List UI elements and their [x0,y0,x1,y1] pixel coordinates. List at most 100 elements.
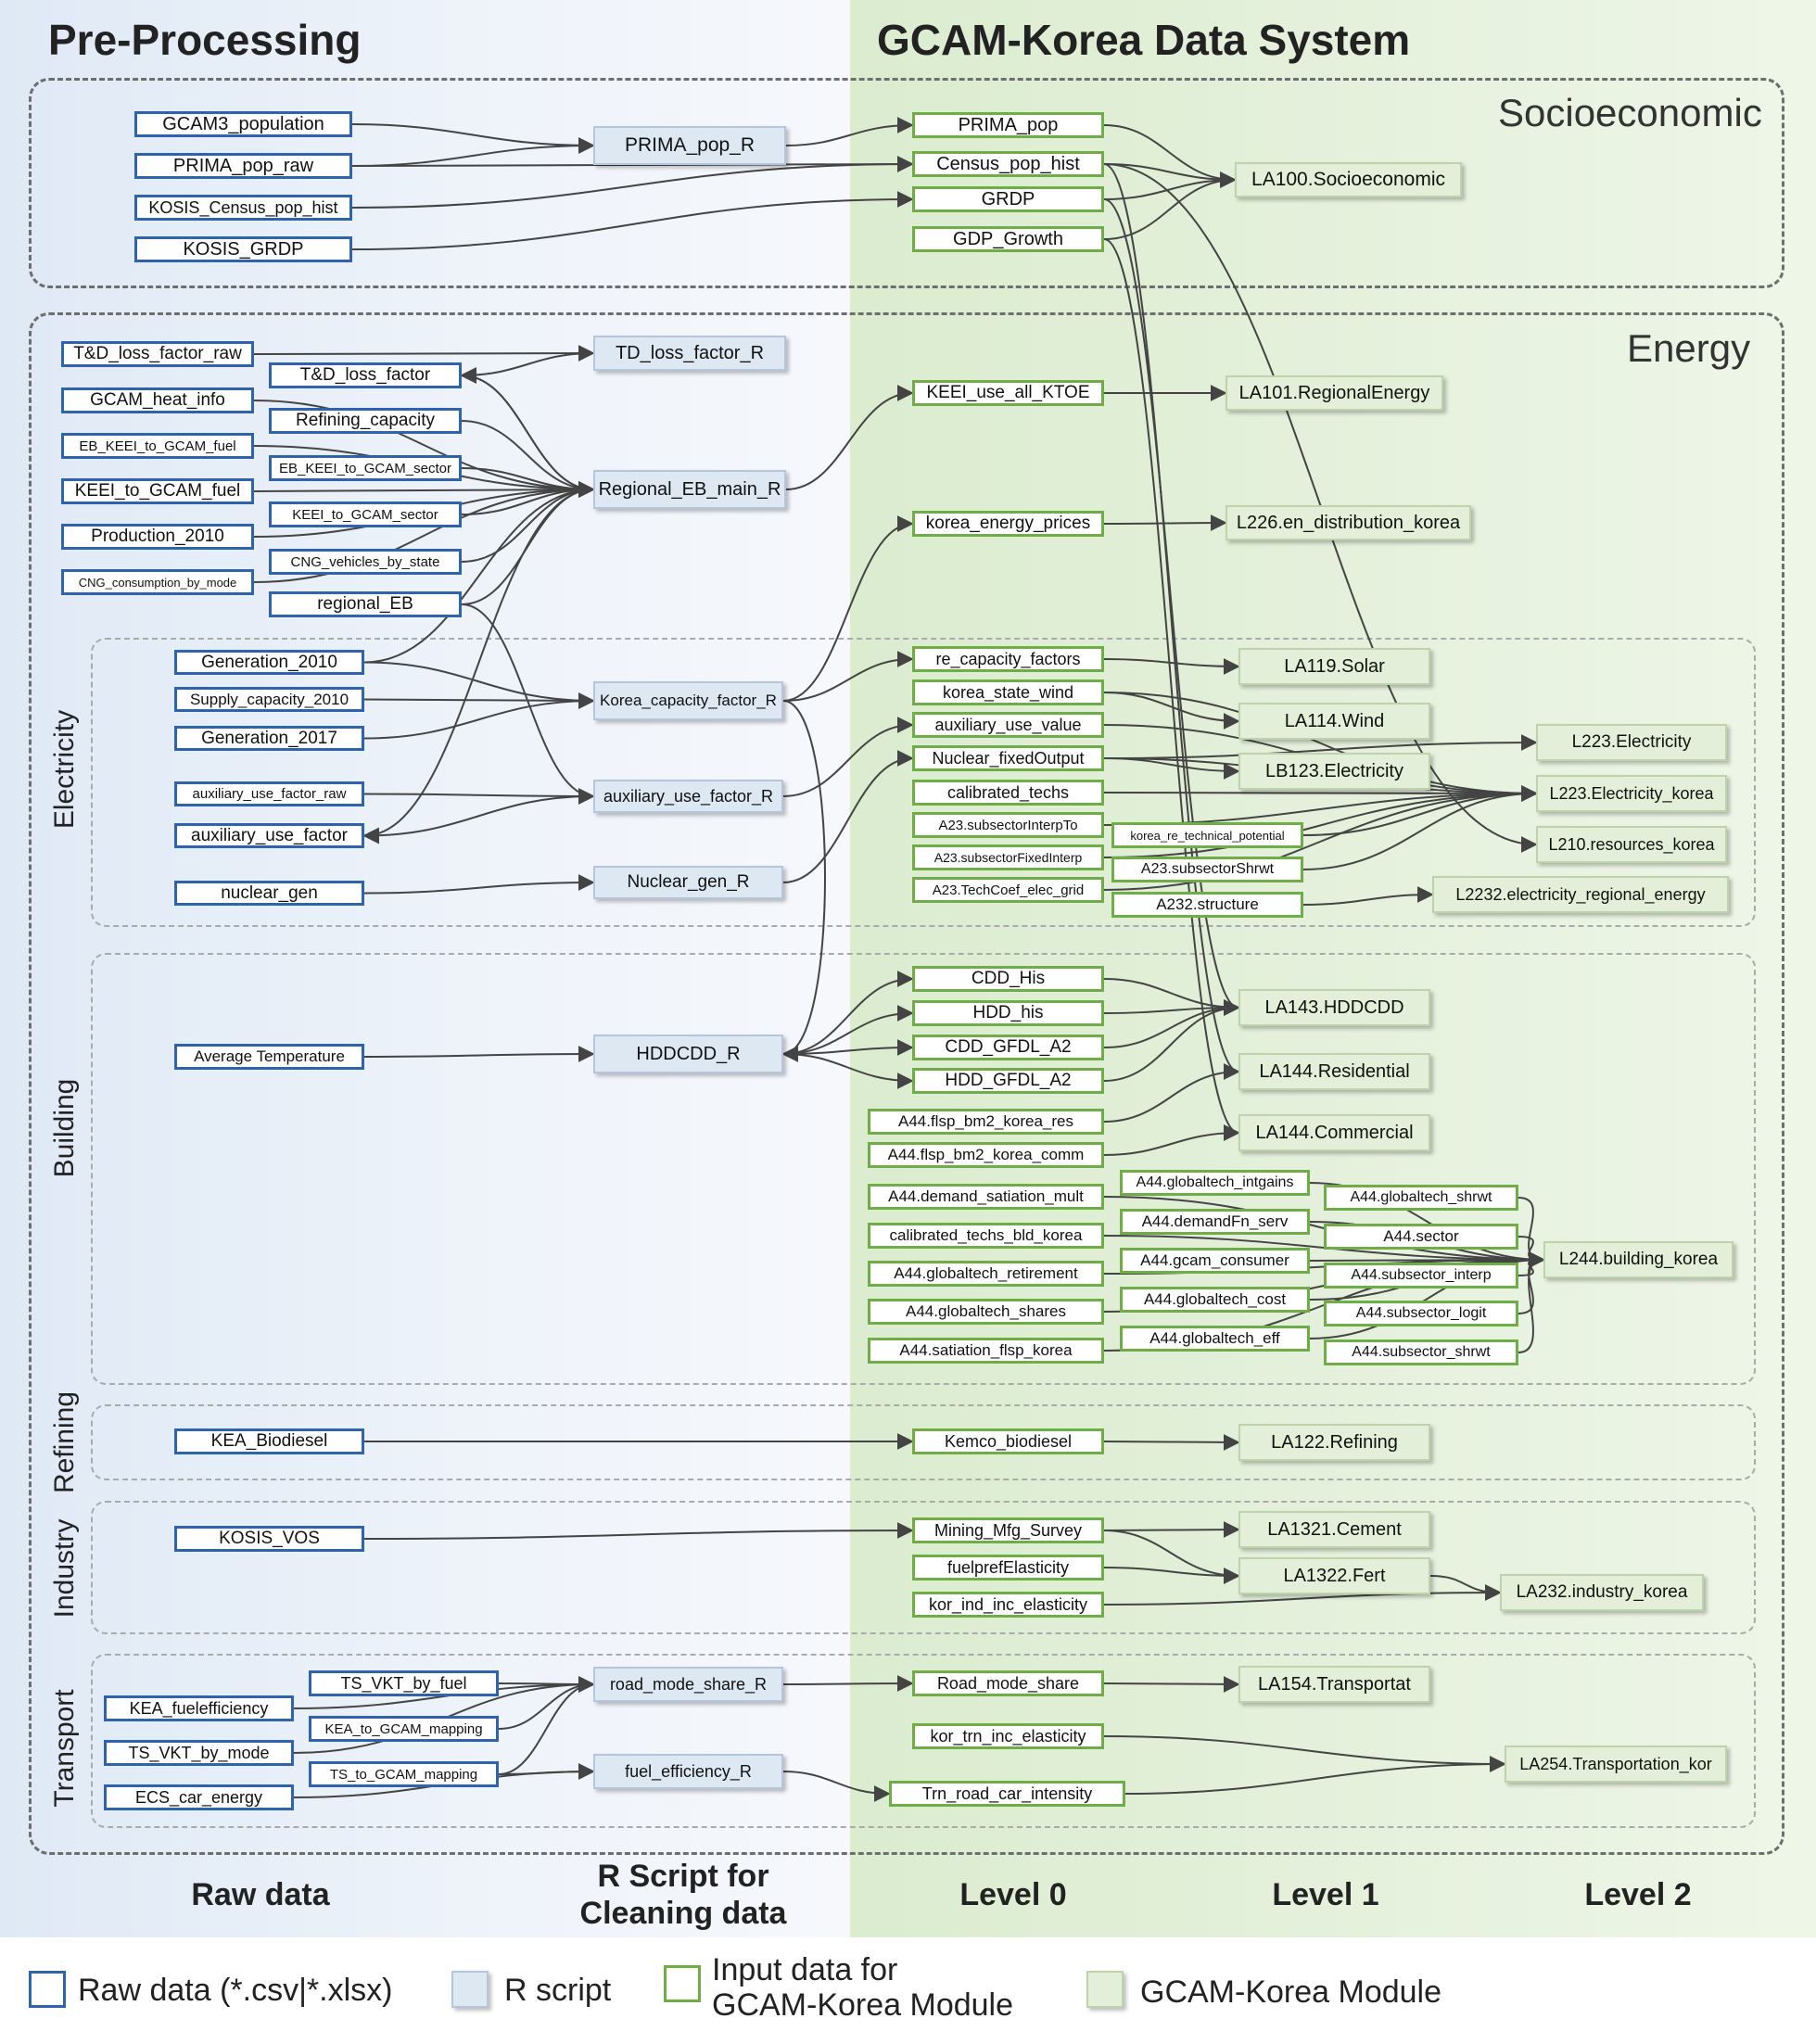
edge-census-pop-hist-to-l210 [1103,163,1538,853]
legend-module-text: GCAM-Korea Module [1140,1974,1442,2010]
edge-prima-pop-raw-to-prima-pop-r [351,137,595,167]
industry-section [91,1501,1756,1634]
edge-a44-gt-shrwt-to-l244 [1518,1197,1545,1268]
node-a44-ss-interp: A44.subsector_interp [1324,1263,1518,1289]
node-kemco-bio: Kemco_biodiesel [912,1428,1104,1454]
edge-regional-eb-r-to-td-loss [460,367,594,490]
legend-input-swatch [664,1965,701,2002]
node-prod2010: Production_2010 [61,524,254,550]
edge-nuclear-r-to-nuc-fixed [782,750,914,883]
node-cng-state: CNG_vehicles_by_state [269,549,462,575]
edge-trn-road-to-la254 [1124,1756,1506,1795]
column-level-1: Level 1 [1272,1877,1379,1912]
node-avg-temp: Average Temperature [174,1044,364,1070]
edge-census-pop-hist-to-la100 [1103,163,1237,188]
edge-regional-eb-r-to-keei-use [785,385,914,490]
node-fuelpref: fuelprefElasticity [912,1555,1104,1581]
node-eb-fuel: EB_KEEI_to_GCAM_fuel [61,433,254,459]
node-a44-dfn-serv: A44.demandFn_serv [1120,1209,1310,1235]
node-keei-sector: KEEI_to_GCAM_sector [269,501,462,527]
column-r-script: R Script for Cleaning data [579,1859,787,1931]
edge-gdp-growth-to-la100 [1103,171,1237,240]
node-la144r: LA144.Residential [1238,1053,1430,1090]
node-regional-eb-r: Regional_EB_main_R [593,470,786,509]
node-ts-map: TS_to_GCAM_mapping [309,1761,499,1787]
node-nuclear-r: Nuclear_gen_R [593,866,783,899]
node-census-pop-hist: Census_pop_hist [912,151,1104,177]
node-la122: LA122.Refining [1238,1424,1430,1461]
edge-la1322-to-la232 [1429,1575,1502,1601]
node-hddcdd-r: HDDCDD_R [593,1035,783,1073]
column-raw-data: Raw data [191,1877,330,1912]
edge-prima-pop-raw-to-census-pop-hist [351,156,914,173]
edge-kosis-grdp-to-grdp [351,191,914,250]
node-a44-gt-shares: A44.globaltech_shares [868,1299,1104,1325]
node-mining: Mining_Mfg_Survey [912,1517,1104,1543]
preprocessing-background [0,0,850,1937]
column-level-2: Level 2 [1584,1877,1692,1912]
node-road-r: road_mode_share_R [593,1667,783,1702]
node-a44-gt-intgains: A44.globaltech_intgains [1120,1170,1310,1196]
node-kosis-census: KOSIS_Census_pop_hist [134,195,352,221]
node-td-loss-raw: T&D_loss_factor_raw [61,341,254,367]
edge-gdp-growth-to-la144c [1103,238,1240,1141]
edge-a23-techcoef-to-l223k [1103,785,1538,891]
edge-gen2017-to-korea-cf-r [363,692,595,740]
node-lb123: LB123.Electricity [1238,753,1430,790]
edge-aux-raw-to-aux-r [363,787,595,805]
node-a23-interp: A23.subsectorInterpTo [912,812,1104,838]
node-kea-fe: KEA_fuelefficiency [104,1695,294,1721]
node-nuclear-gen: nuclear_gen [174,881,364,906]
node-road-share: Road_mode_share [912,1670,1104,1696]
node-hdd-his: HDD_his [912,1000,1104,1026]
socioeconomic-label: Socioeconomic [1498,91,1762,134]
edge-regional-eb-r-to-aux-factor [362,489,594,844]
node-refining-cap: Refining_capacity [269,408,462,434]
edge-kea-map-to-road-r [498,1676,595,1730]
node-cdd-his: CDD_His [912,966,1104,992]
node-ts-vkt-mode: TS_VKT_by_mode [104,1740,294,1766]
edge-ts-map-to-road-r [498,1676,595,1775]
node-la114: LA114.Wind [1238,703,1430,740]
node-l244: L244.building_korea [1543,1241,1733,1278]
edge-korea-cf-r-to-re-cf [782,651,914,702]
edge-gen2010-to-regional-eb-r [363,481,595,664]
node-kosis-grdp: KOSIS_GRDP [134,236,352,262]
node-la154: LA154.Transportat [1238,1666,1430,1703]
node-eb-sector: EB_KEEI_to_GCAM_sector [269,455,462,481]
node-kor-trn: kor_trn_inc_elasticity [912,1723,1104,1749]
node-prima-pop-r: PRIMA_pop_R [593,126,786,165]
refining-section [91,1404,1756,1480]
node-la1322: LA1322.Fert [1238,1557,1430,1594]
node-l226: L226.en_distribution_korea [1225,505,1471,540]
edge-hddcdd-r-to-cdd-his [782,971,914,1055]
node-a44-sat-flsp: A44.satiation_flsp_korea [868,1338,1104,1364]
node-korea-re-tech: korea_re_technical_potential [1111,822,1303,848]
node-calib-bld: calibrated_techs_bld_korea [868,1223,1104,1249]
node-la101: LA101.RegionalEnergy [1225,375,1443,411]
legend-rscript-swatch [451,1971,489,2008]
edge-prima-pop-to-la100 [1103,124,1237,188]
edge-gen2010-to-korea-cf-r [363,661,595,709]
node-cdd-gfdl: CDD_GFDL_A2 [912,1035,1104,1060]
edge-kosis-vos-to-mining [363,1522,914,1540]
edge-a44-sector-to-l244 [1518,1236,1545,1268]
edge-nuc-fixed-to-l223 [1103,734,1538,759]
node-ts-vkt-fuel: TS_VKT_by_fuel [309,1670,499,1696]
node-la232: LA232.industry_korea [1500,1574,1704,1611]
edge-a44-flsp-res-to-la144r [1103,1063,1240,1123]
node-la143: LA143.HDDCDD [1238,989,1430,1026]
node-a44-ss-logit: A44.subsector_logit [1324,1301,1518,1327]
node-aux-value: auxiliary_use_value [912,712,1104,738]
edge-fe-r-to-trn-road [782,1771,891,1802]
edge-td-loss-r-to-td-loss [460,352,594,384]
edge-nuclear-gen-to-nuclear-r [363,874,595,895]
edge-korea-re-tech-to-l223k [1302,785,1538,836]
edge-aux-r-to-aux-value [782,717,914,797]
node-ecs-car: ECS_car_energy [104,1784,294,1810]
node-aux-raw: auxiliary_use_factor_raw [174,781,364,806]
edge-kea-fe-to-road-r [293,1676,595,1709]
node-a44-gt-ret: A44.globaltech_retirement [868,1261,1104,1287]
node-trn-road: Trn_road_car_intensity [889,1781,1125,1807]
